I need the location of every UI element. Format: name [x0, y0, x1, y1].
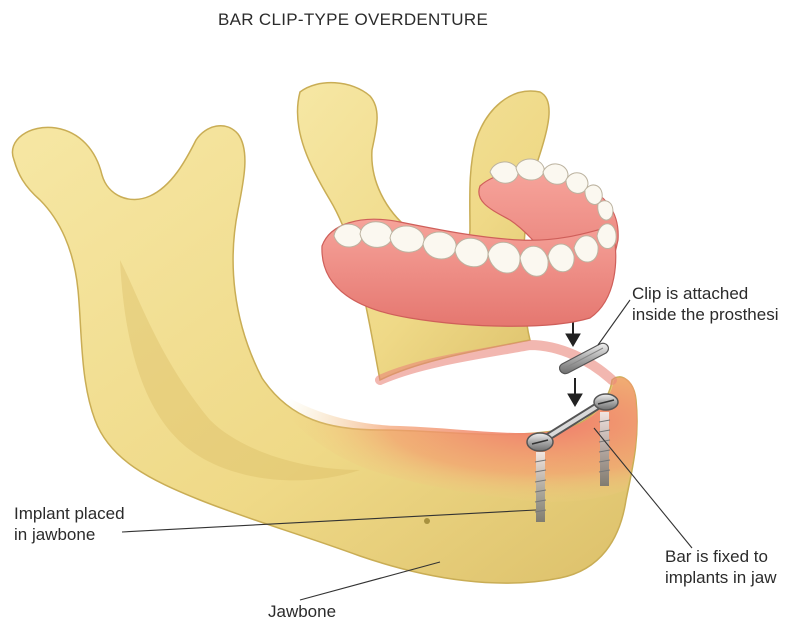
jawbone-shading — [120, 260, 360, 481]
label-implant-line-1: Implant placed — [14, 504, 125, 523]
leader-clip — [597, 299, 631, 346]
leader-lines — [121, 299, 693, 601]
jawbone-foramen — [424, 518, 430, 524]
overdenture-prosthesis — [321, 158, 619, 327]
implant-bar — [526, 393, 619, 452]
label-implant-line-2: in jawbone — [14, 525, 96, 544]
label-clip-line-2: inside the prosthesi — [632, 305, 779, 324]
retention-clip — [558, 342, 610, 375]
label-bar: Bar is fixed to implants in jaw — [665, 546, 777, 588]
leader-bar — [593, 427, 693, 549]
label-bar-line-1: Bar is fixed to — [665, 547, 768, 566]
label-implant: Implant placed in jawbone — [14, 503, 125, 545]
implant-right — [598, 412, 611, 486]
label-bar-line-2: implants in jaw — [665, 568, 777, 587]
leader-jawbone — [299, 561, 441, 601]
label-jawbone: Jawbone — [268, 602, 337, 621]
label-clip: Clip is attached inside the prosthesi — [632, 283, 778, 325]
down-arrow-lower — [567, 378, 583, 407]
leader-implant — [121, 509, 537, 533]
diagram-title: BAR CLIP-TYPE OVERDENTURE — [218, 10, 489, 29]
label-clip-line-1: Clip is attached — [632, 284, 749, 303]
implant-left — [534, 452, 547, 522]
